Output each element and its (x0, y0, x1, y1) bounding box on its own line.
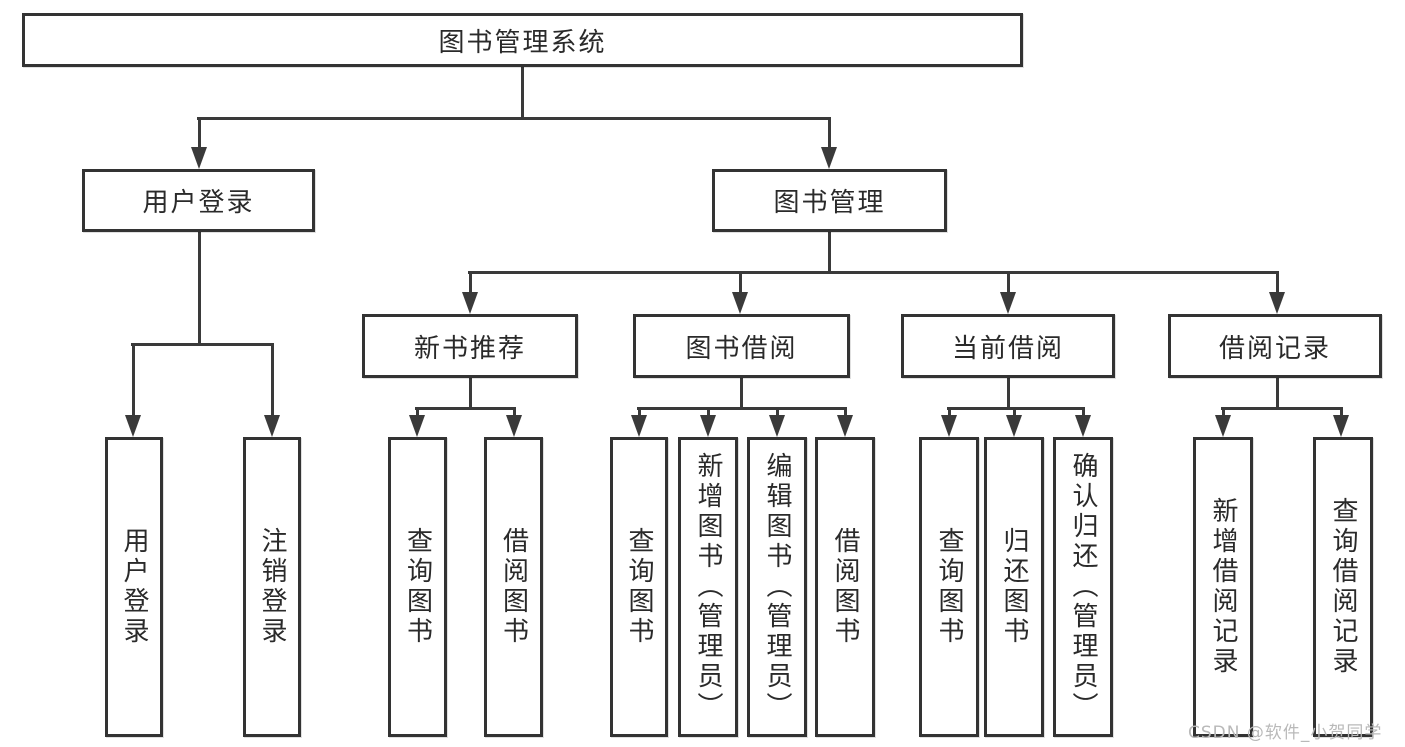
node-label: 新书推荐 (413, 333, 526, 364)
node-label: 用户登录 (142, 188, 255, 218)
node-book-mgmt: 图书管理 (712, 169, 947, 232)
node-label: 确认归还（管理员） (1068, 452, 1098, 722)
node-label: 归还图书 (999, 527, 1029, 647)
arrow-down-icon (732, 292, 748, 314)
connector-line (827, 118, 831, 148)
node-leaf-return-book: 归还图书 (984, 437, 1044, 737)
connector-line (131, 344, 135, 416)
node-leaf-borrow-book-2: 借阅图书 (815, 437, 875, 737)
node-leaf-add-borrow-record: 新增借阅记录 (1193, 437, 1253, 737)
node-leaf-add-book: 新增图书（管理员） (678, 437, 738, 737)
arrow-down-icon (631, 415, 647, 437)
connector-line (468, 272, 472, 293)
connector-line (1339, 408, 1343, 416)
connector-line (1006, 378, 1010, 410)
arrow-down-icon (462, 292, 478, 314)
connector-line (197, 116, 831, 120)
connector-line (1006, 272, 1010, 293)
node-leaf-user-login: 用户登录 (105, 437, 163, 737)
node-leaf-query-borrow-record: 查询借阅记录 (1313, 437, 1373, 737)
connector-line (1221, 406, 1343, 410)
connector-line (468, 378, 472, 410)
node-book-borrow: 图书借阅 (633, 314, 850, 378)
node-root: 图书管理系统 (22, 13, 1023, 67)
node-label: 查询图书 (402, 527, 433, 647)
arrow-down-icon (700, 415, 716, 437)
node-label: 当前借阅 (951, 333, 1064, 364)
connector-line (637, 408, 641, 416)
node-label: 编辑图书（管理员） (762, 452, 792, 722)
connector-line (415, 408, 419, 416)
watermark: CSDN @软件_小贺同学 (1188, 723, 1383, 743)
node-leaf-query-book-1: 查询图书 (388, 437, 447, 737)
node-label: 图书管理系统 (438, 27, 607, 58)
connector-line (947, 406, 1085, 410)
arrow-down-icon (264, 415, 280, 437)
node-label: 用户登录 (119, 527, 149, 647)
connector-line (739, 378, 743, 410)
arrow-down-icon (506, 415, 522, 437)
connector-line (520, 66, 524, 118)
node-leaf-query-book-3: 查询图书 (919, 437, 979, 737)
connector-line (131, 342, 274, 346)
connector-line (1012, 408, 1016, 416)
node-label: 借阅图书 (830, 527, 860, 647)
node-label: 新增借阅记录 (1208, 497, 1238, 677)
node-user-login: 用户登录 (82, 169, 315, 232)
arrow-down-icon (1075, 415, 1091, 437)
arrow-down-icon (1000, 292, 1016, 314)
connector-line (415, 406, 516, 410)
node-label: 查询借阅记录 (1328, 497, 1358, 677)
arrow-down-icon (821, 147, 837, 169)
node-label: 新增图书（管理员） (693, 452, 723, 722)
connector-line (738, 272, 742, 293)
node-new-book-rec: 新书推荐 (362, 314, 578, 378)
connector-line (947, 408, 951, 416)
connector-line (270, 344, 274, 416)
arrow-down-icon (941, 415, 957, 437)
connector-line (775, 408, 779, 416)
arrow-down-icon (1006, 415, 1022, 437)
arrow-down-icon (125, 415, 141, 437)
arrow-down-icon (1215, 415, 1231, 437)
connector-line (827, 232, 831, 274)
connector-line (1221, 408, 1225, 416)
connector-line (512, 408, 516, 416)
node-label: 图书借阅 (685, 333, 798, 364)
connector-line (843, 408, 847, 416)
node-label: 查询图书 (934, 527, 964, 647)
node-borrow-records: 借阅记录 (1168, 314, 1382, 378)
node-label: 注销登录 (257, 527, 287, 647)
arrow-down-icon (837, 415, 853, 437)
node-leaf-confirm-return: 确认归还（管理员） (1053, 437, 1113, 737)
arrow-down-icon (409, 415, 425, 437)
connector-line (197, 232, 201, 346)
node-label: 借阅图书 (498, 527, 529, 647)
arrow-down-icon (191, 147, 207, 169)
node-label: 查询图书 (624, 527, 654, 647)
arrow-down-icon (1269, 292, 1285, 314)
connector-line (706, 408, 710, 416)
connector-line (637, 406, 847, 410)
connector-line (468, 270, 1279, 274)
connector-line (1081, 408, 1085, 416)
connector-line (1275, 378, 1279, 410)
node-current-borrow: 当前借阅 (901, 314, 1115, 378)
connector-line (197, 118, 201, 148)
node-leaf-query-book-2: 查询图书 (610, 437, 668, 737)
arrow-down-icon (1333, 415, 1349, 437)
node-label: 借阅记录 (1218, 333, 1331, 364)
connector-line (1275, 272, 1279, 293)
node-leaf-borrow-book-1: 借阅图书 (484, 437, 543, 737)
node-leaf-logout: 注销登录 (243, 437, 301, 737)
node-label: 图书管理 (773, 188, 886, 218)
arrow-down-icon (769, 415, 785, 437)
node-leaf-edit-book: 编辑图书（管理员） (747, 437, 807, 737)
